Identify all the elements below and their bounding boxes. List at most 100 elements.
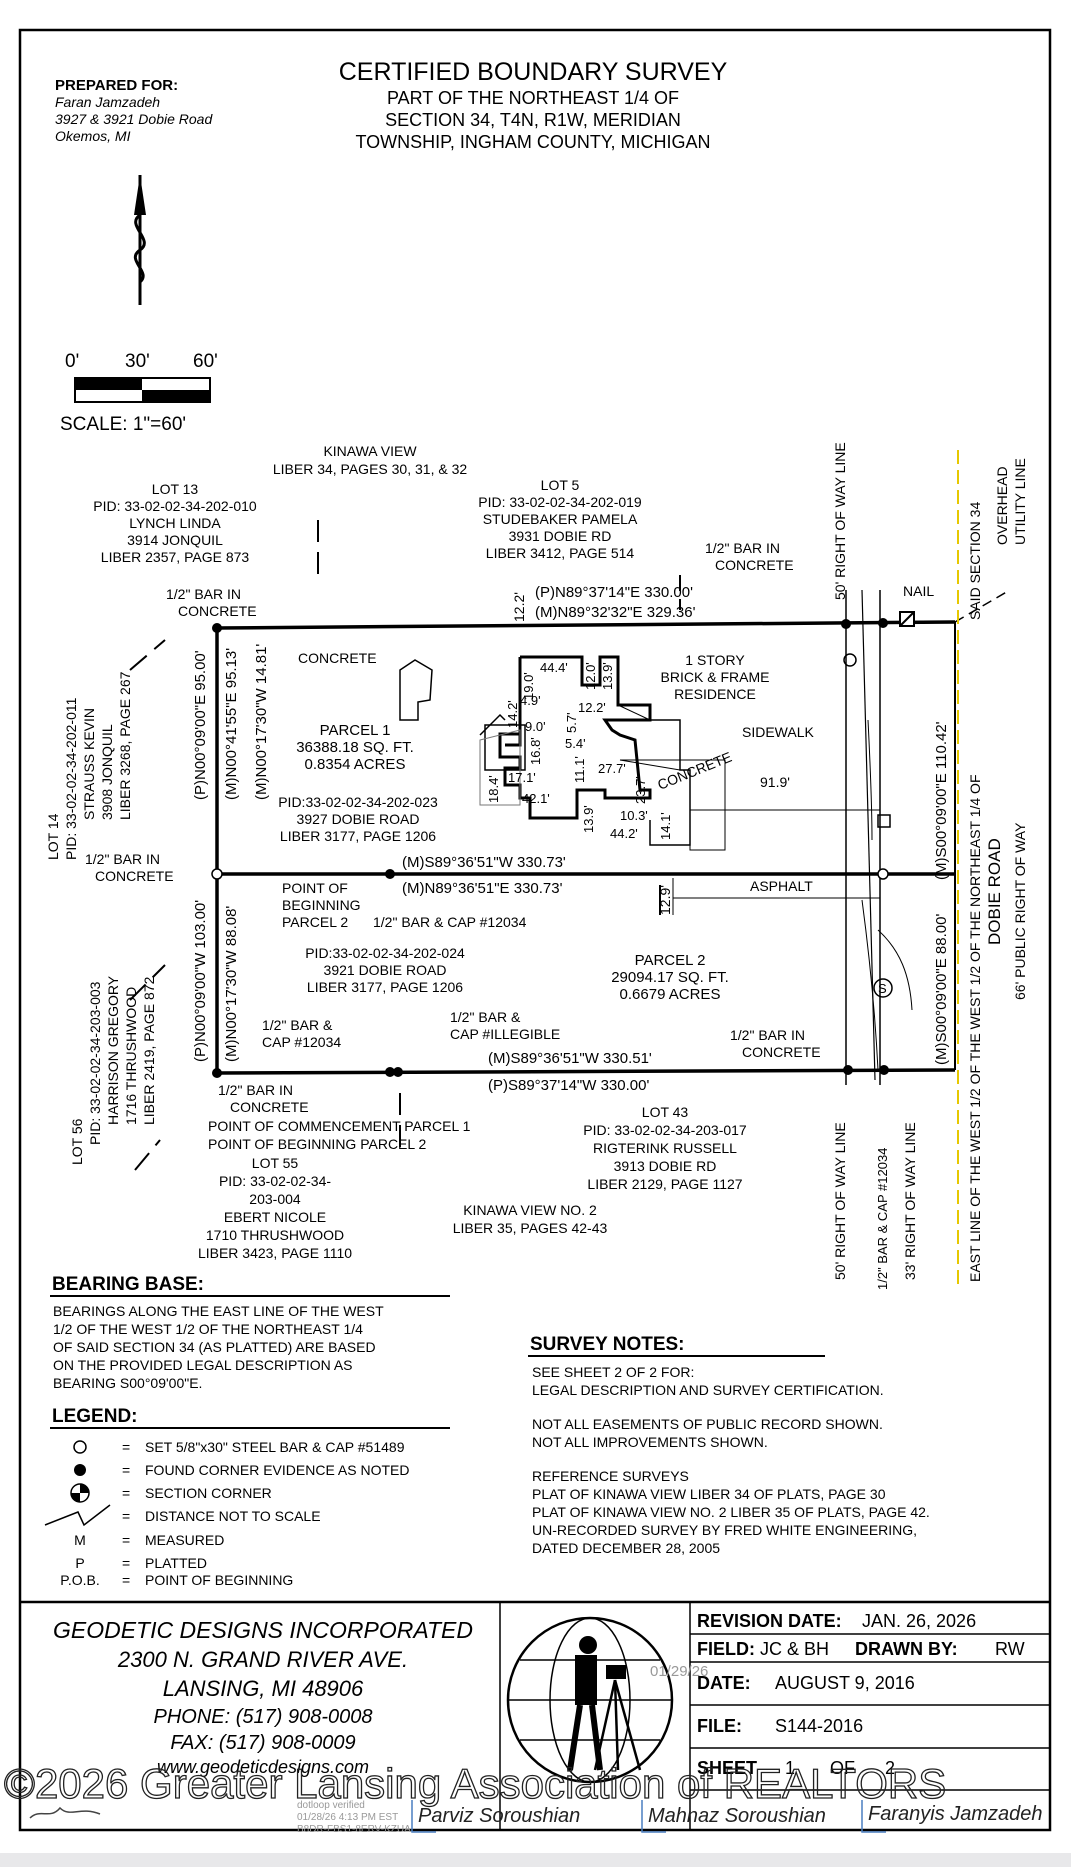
field-label: FIELD: bbox=[697, 1639, 755, 1659]
bar-label-b2: CONCRETE bbox=[95, 868, 174, 884]
scale-label: SCALE: 1"=60' bbox=[60, 414, 186, 435]
bar-label-a: 1/2" BAR IN bbox=[166, 586, 241, 602]
sheet-of: OF bbox=[830, 1758, 855, 1778]
house-dim: 12.0' bbox=[583, 662, 598, 690]
company-fax: FAX: (517) 908-0009 bbox=[170, 1732, 355, 1754]
survey-note-line: NOT ALL IMPROVEMENTS SHOWN. bbox=[532, 1434, 768, 1450]
kinawa-view2-liber: LIBER 35, PAGES 42-43 bbox=[453, 1220, 608, 1236]
legend-eq: = bbox=[122, 1508, 130, 1524]
house-dim: 17.1' bbox=[508, 770, 536, 785]
kinawa-view2-name: KINAWA VIEW NO. 2 bbox=[463, 1202, 597, 1218]
title-line-1: PART OF THE NORTHEAST 1/4 OF bbox=[387, 88, 679, 108]
parcel2-sqft: 29094.17 SQ. FT. bbox=[611, 969, 729, 986]
sheet-border bbox=[18, 28, 1052, 1832]
legend-text: SECTION CORNER bbox=[145, 1485, 272, 1501]
dim-12-2: 12.2' bbox=[511, 592, 527, 622]
pob-parcel2-label: POINT OF BEGINNING PARCEL 2 bbox=[208, 1136, 427, 1152]
parcel2-acres: 0.6679 ACRES bbox=[620, 986, 721, 1003]
drawn-label: DRAWN BY: bbox=[855, 1639, 958, 1659]
lot56-name: LOT 56 bbox=[69, 1118, 85, 1165]
map-labels: 1/2" BAR IN CONCRETE 1/2" BAR IN CONCRET… bbox=[85, 442, 1028, 1290]
legend-text: PLATTED bbox=[145, 1555, 207, 1571]
initials-signature bbox=[29, 1806, 101, 1819]
sheet-total: 2 bbox=[885, 1758, 895, 1778]
corner-markers bbox=[211, 611, 915, 1078]
bearing-west2-m: (M)N00°17'30"W 88.08' bbox=[223, 906, 240, 1062]
parcel1-pid: PID:33-02-02-34-202-023 bbox=[278, 794, 438, 810]
survey-note-line: PLAT OF KINAWA VIEW NO. 2 LIBER 35 OF PL… bbox=[532, 1504, 930, 1520]
north-arrow-icon bbox=[133, 175, 146, 305]
drawn-value: RW bbox=[995, 1639, 1025, 1659]
file-value: S144-2016 bbox=[775, 1716, 863, 1736]
legend-sym-p: P bbox=[75, 1555, 84, 1571]
lot14-name: LOT 14 bbox=[45, 813, 61, 860]
pob-label-a: POINT OF bbox=[282, 880, 348, 896]
bearing-west1-m2: (M)N00°17'30"W 14.81' bbox=[253, 644, 270, 800]
lot43-liber: LIBER 2129, PAGE 1127 bbox=[587, 1176, 742, 1192]
house-dim: 5.7' bbox=[564, 712, 579, 733]
company-logo-icon bbox=[506, 1616, 674, 1784]
bar-label-e: 1/2" BAR IN bbox=[730, 1027, 805, 1043]
cap-12034-label: CAP #12034 bbox=[262, 1034, 341, 1050]
bearing-mid-upper: (M)S89°36'51"W 330.73' bbox=[402, 854, 566, 871]
legend: LEGEND: M P P.O.B. = = = = = = = SET 5/8… bbox=[44, 1406, 450, 1588]
parcel2-pid: PID:33-02-02-34-202-024 bbox=[305, 945, 465, 961]
lot56-liber: LIBER 2419, PAGE 872 bbox=[141, 976, 157, 1125]
lot13-name: LOT 13 bbox=[152, 481, 199, 497]
poc-parcel1-label: POINT OF COMMENCEMENT PARCEL 1 bbox=[208, 1118, 471, 1134]
bar-and-label-a: 1/2" BAR & bbox=[262, 1017, 333, 1033]
house-dim: 23.7' bbox=[633, 776, 648, 804]
bearing-west1-p: (P)N00°09'00"E 95.00' bbox=[192, 650, 209, 800]
watermark-text: ©2026 Greater Lansing Association of REA… bbox=[4, 1760, 946, 1807]
pob-label-c: PARCEL 2 bbox=[282, 914, 348, 930]
company-web: www.geodeticdesigns.com bbox=[157, 1757, 369, 1777]
revision-label: REVISION DATE: bbox=[697, 1611, 842, 1631]
sewer-icon bbox=[873, 978, 893, 998]
lot43-pid: PID: 33-02-02-34-203-017 bbox=[583, 1122, 747, 1138]
sewer-icon-letter: S bbox=[878, 981, 887, 996]
bar-label-c: 1/2" BAR IN bbox=[218, 1082, 293, 1098]
title-line-3: TOWNSHIP, INGHAM COUNTY, MICHIGAN bbox=[355, 132, 710, 152]
bar-label-e2: CONCRETE bbox=[742, 1044, 821, 1060]
sheet-value: 1 bbox=[785, 1758, 795, 1778]
parcel-2-label: PID:33-02-02-34-202-024 3921 DOBIE ROAD … bbox=[305, 945, 729, 1003]
bearing-mid-lower: (M)N89°36'51"E 330.73' bbox=[402, 880, 563, 897]
bearing-east2: (M)S00°09'00"E 88.00' bbox=[933, 914, 950, 1065]
company-city: LANSING, MI 48906 bbox=[163, 1676, 364, 1701]
house-dim: 12.2' bbox=[578, 700, 606, 715]
overhead-label: OVERHEAD bbox=[994, 466, 1010, 545]
legend-text: FOUND CORNER EVIDENCE AS NOTED bbox=[145, 1462, 409, 1478]
bearing-base-line: 1/2 OF THE WEST 1/2 OF THE NORTHEAST 1/4 bbox=[53, 1321, 363, 1337]
dim-12-9: 12.9' bbox=[657, 885, 673, 915]
lot55-liber: LIBER 3423, PAGE 1110 bbox=[198, 1245, 352, 1261]
section-corner-icon bbox=[70, 1483, 90, 1503]
date-value: AUGUST 9, 2016 bbox=[775, 1673, 915, 1693]
dobie-road-label: DOBIE ROAD bbox=[985, 838, 1004, 945]
prepared-for-address: 3927 & 3921 Dobie Road bbox=[55, 111, 213, 127]
lot14-addr: 3908 JONQUIL bbox=[99, 724, 115, 820]
legend-text: POINT OF BEGINNING bbox=[145, 1572, 293, 1588]
survey-notes: SURVEY NOTES: SEE SHEET 2 OF 2 FOR: LEGA… bbox=[528, 1334, 930, 1556]
lot56-owner: HARRISON GREGORY bbox=[105, 975, 121, 1125]
legend-eq: = bbox=[122, 1485, 130, 1501]
parcel2-name: PARCEL 2 bbox=[635, 952, 706, 969]
legend-text: DISTANCE NOT TO SCALE bbox=[145, 1508, 321, 1524]
legend-eq: = bbox=[122, 1555, 130, 1571]
bar-cap-vert-label: 1/2" BAR & CAP #12034 bbox=[875, 1148, 890, 1290]
bearing-north-m: (M)N89°32'32"E 329.36' bbox=[535, 604, 696, 621]
house-dim: 19.0' bbox=[521, 672, 536, 700]
survey-note-line: REFERENCE SURVEYS bbox=[532, 1468, 689, 1484]
survey-note-line: DATED DECEMBER 28, 2005 bbox=[532, 1540, 720, 1556]
prepared-for-name: Faran Jamzadeh bbox=[55, 94, 160, 110]
bearings: (P)N89°37'14"E 330.00' (M)N89°32'32"E 32… bbox=[192, 584, 950, 1094]
legend-sym-pob: P.O.B. bbox=[60, 1572, 99, 1588]
signature-row: dotloop verified 01/28/26 4:13 PM EST B8… bbox=[29, 1800, 1043, 1835]
parcel1-addr: 3927 DOBIE ROAD bbox=[297, 811, 420, 827]
parcel2-addr: 3921 DOBIE ROAD bbox=[324, 962, 447, 978]
house-dim: 42.1' bbox=[522, 791, 550, 806]
lot5-pid: PID: 33-02-02-34-202-019 bbox=[478, 494, 642, 510]
house-label-1: 1 STORY bbox=[685, 652, 745, 668]
lot56-addr: 1716 THRUSHWOOD bbox=[123, 987, 139, 1125]
lot5-addr: 3931 DOBIE RD bbox=[509, 528, 612, 544]
